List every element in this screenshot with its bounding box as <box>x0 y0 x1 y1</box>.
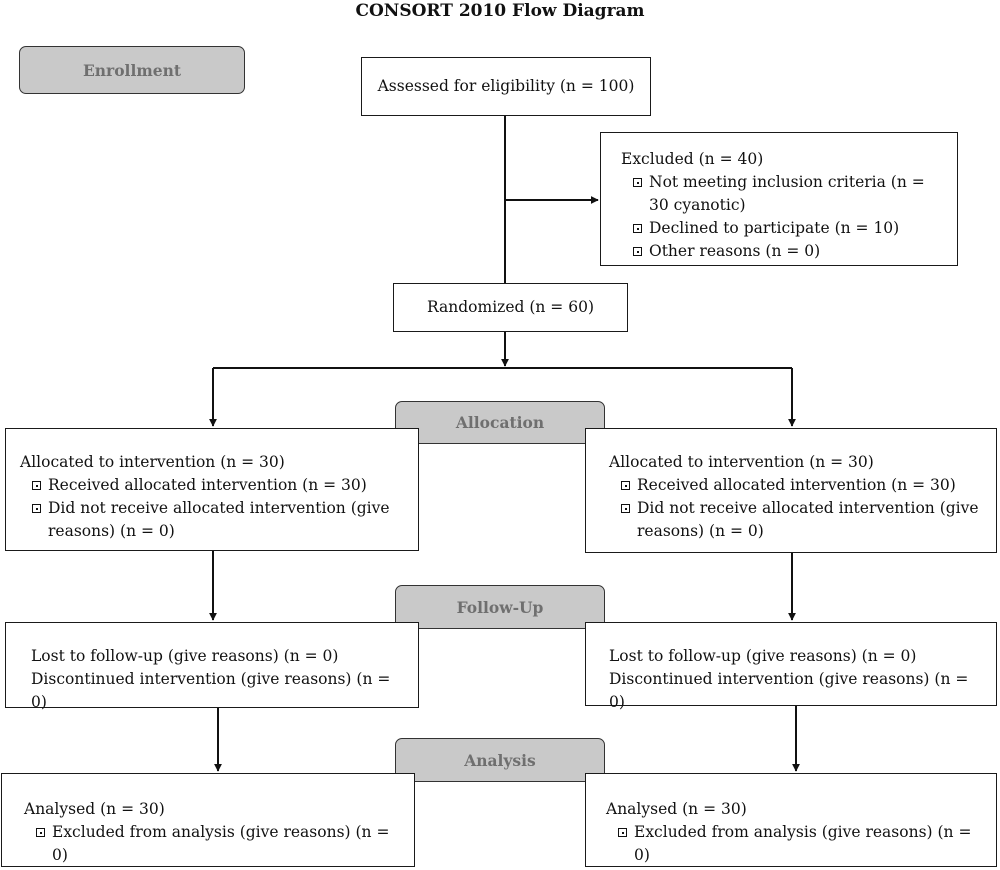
followup-lost: Lost to follow-up (give reasons) (n = 0) <box>609 647 917 665</box>
analysis-box-left: Analysed (n = 30) Excluded from analysis… <box>1 773 415 867</box>
allocation-item: Received allocated intervention (n = 30) <box>621 474 986 497</box>
excluded-item: Not meeting inclusion criteria (n = 30 c… <box>633 171 947 217</box>
excluded-heading: Excluded (n = 40) <box>621 150 764 168</box>
stage-enrollment: Enrollment <box>19 46 245 94</box>
checkbox-bullet-icon <box>618 828 627 837</box>
stage-analysis: Analysis <box>395 738 605 782</box>
analysis-heading: Analysed (n = 30) <box>24 800 165 818</box>
randomized-box: Randomized (n = 60) <box>393 283 628 332</box>
analysis-item: Excluded from analysis (give reasons) (n… <box>36 821 404 867</box>
excluded-box: Excluded (n = 40) Not meeting inclusion … <box>600 132 958 266</box>
checkbox-bullet-icon <box>621 481 630 490</box>
checkbox-bullet-icon <box>633 224 642 233</box>
diagram-title: CONSORT 2010 Flow Diagram <box>355 1 645 21</box>
allocation-item: Received allocated intervention (n = 30) <box>32 474 408 497</box>
allocation-item: Did not receive allocated intervention (… <box>32 497 408 543</box>
followup-discontinued: Discontinued intervention (give reasons)… <box>609 670 969 711</box>
stage-follow-up: Follow-Up <box>395 585 605 629</box>
followup-lost: Lost to follow-up (give reasons) (n = 0) <box>31 647 339 665</box>
excluded-item: Declined to participate (n = 10) <box>633 217 947 240</box>
allocation-box-left: Allocated to intervention (n = 30) Recei… <box>5 428 419 551</box>
analysis-heading: Analysed (n = 30) <box>606 800 747 818</box>
followup-box-left: Lost to follow-up (give reasons) (n = 0)… <box>5 622 419 711</box>
checkbox-bullet-icon <box>633 247 642 256</box>
allocation-heading: Allocated to intervention (n = 30) <box>609 453 874 471</box>
excluded-item: Other reasons (n = 0) <box>633 240 947 263</box>
followup-discontinued: Discontinued intervention (give reasons)… <box>31 670 391 711</box>
randomized-text: Randomized (n = 60) <box>427 298 594 316</box>
allocation-box-right: Allocated to intervention (n = 30) Recei… <box>585 428 997 553</box>
allocation-heading: Allocated to intervention (n = 30) <box>20 453 285 471</box>
assessed-box: Assessed for eligibility (n = 100) <box>361 57 651 116</box>
checkbox-bullet-icon <box>36 828 45 837</box>
allocation-item: Did not receive allocated intervention (… <box>621 497 986 543</box>
analysis-item: Excluded from analysis (give reasons) (n… <box>618 821 986 867</box>
followup-box-right: Lost to follow-up (give reasons) (n = 0)… <box>585 622 997 711</box>
analysis-box-right: Analysed (n = 30) Excluded from analysis… <box>585 773 997 867</box>
assessed-text: Assessed for eligibility (n = 100) <box>377 77 635 95</box>
checkbox-bullet-icon <box>621 504 630 513</box>
checkbox-bullet-icon <box>633 178 642 187</box>
stage-allocation: Allocation <box>395 401 605 444</box>
checkbox-bullet-icon <box>32 481 41 490</box>
checkbox-bullet-icon <box>32 504 41 513</box>
